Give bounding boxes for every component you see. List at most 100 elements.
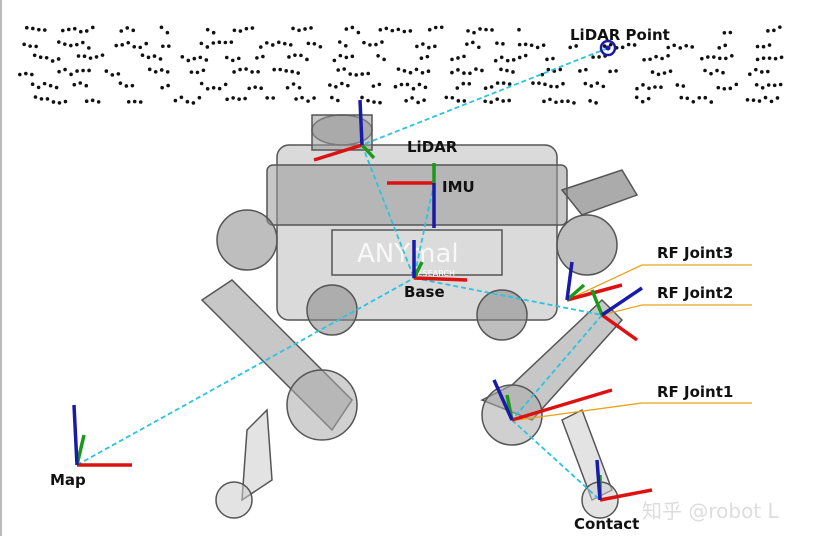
lidar-point (471, 40, 475, 45)
lidar-point (501, 99, 505, 103)
lidar-point (271, 96, 275, 100)
lidar-point (165, 70, 170, 74)
lidar-point (258, 45, 263, 49)
lidar-point (511, 70, 515, 74)
lidar-point (126, 40, 131, 45)
lidar-point (336, 68, 341, 72)
lidar-point (584, 67, 588, 72)
lidar-point (256, 69, 260, 74)
lidar-point (253, 85, 257, 89)
lidar-point (285, 85, 290, 90)
rf-joint3-z-axis (565, 261, 574, 301)
lidar-point-marker (599, 39, 617, 57)
lidar-point (646, 96, 651, 101)
rf-joint2-z-axis (601, 286, 643, 317)
lidar-point (232, 28, 237, 33)
lidar-point (344, 27, 349, 31)
lidar-point (490, 28, 494, 32)
lidar-point (57, 40, 61, 44)
rf-joint3-y-axis (565, 283, 586, 302)
lidar-point (419, 56, 424, 61)
lidar-point (87, 68, 91, 73)
lidar-point (78, 29, 83, 34)
lidar-point (760, 70, 764, 74)
lidar-point (767, 56, 772, 60)
lidar-point (672, 43, 677, 48)
lidar-point (94, 55, 99, 59)
lidar-point (650, 70, 655, 74)
lidar-point (405, 82, 410, 87)
lidar-point (549, 84, 553, 89)
label-base: Base (404, 283, 445, 301)
lidar-point (50, 59, 55, 63)
lidar-point (483, 86, 488, 91)
lidar-point (238, 29, 243, 33)
label-rf-joint3: RF Joint3 (657, 244, 733, 262)
lidar-point (779, 55, 784, 60)
lidar-point (427, 45, 431, 50)
lidar-point (284, 69, 288, 73)
watermark: 知乎 @robot L (642, 499, 780, 523)
lidar-point (589, 84, 594, 88)
lidar-point (659, 85, 663, 90)
lidar-point (634, 95, 639, 100)
lidar-point (384, 26, 389, 31)
lidar-point (205, 86, 210, 91)
lidar-point (632, 43, 637, 47)
label-rf-joint1: RF Joint1 (657, 383, 733, 401)
lidar-point (433, 44, 437, 49)
lidar-point (554, 100, 558, 105)
lidar-point (330, 95, 334, 100)
lidar-point (423, 85, 428, 90)
lidar-point (110, 73, 115, 77)
lidar-point (728, 86, 733, 91)
lidar-point (66, 27, 71, 32)
lidar-point (225, 97, 229, 102)
lidar-point (57, 69, 61, 74)
lidar-point (775, 96, 780, 100)
lidar-point (259, 86, 263, 91)
lidar-point (678, 46, 683, 50)
lidar-point (583, 81, 588, 86)
lidar-point (72, 26, 77, 31)
lidar-point (43, 28, 47, 32)
lidar-point (517, 27, 521, 32)
lidar-point (450, 95, 455, 100)
lidar-point (87, 46, 91, 50)
lidar-point (45, 97, 50, 101)
lidar-point (294, 97, 298, 101)
lidar-point (305, 57, 309, 62)
lidar-point (217, 86, 222, 91)
lidar-point (466, 29, 470, 33)
lidar-point (555, 84, 559, 89)
lidar-point (535, 45, 540, 50)
lidar-point (402, 29, 407, 34)
lidar-point (244, 67, 248, 71)
lidar-point (211, 30, 216, 35)
lidar-point (28, 44, 32, 48)
lidar-point (378, 100, 382, 105)
lidar-point (63, 42, 67, 46)
map-z-axis (72, 404, 79, 466)
lidar-point (205, 45, 210, 49)
lidar-point (337, 40, 342, 44)
lidar-point (408, 70, 413, 75)
lidar-point (191, 101, 196, 105)
lidar-point (250, 26, 255, 30)
lidar-point (287, 55, 291, 59)
lidar-point (270, 43, 275, 47)
lidar-point (293, 53, 297, 57)
lidar-point (54, 85, 59, 90)
lidar-point (57, 101, 62, 105)
lidar-point (751, 98, 756, 103)
lidar-point (56, 57, 61, 61)
lidar-point (635, 86, 639, 91)
lidar-point (541, 43, 546, 47)
lidar-point (132, 44, 137, 49)
lidar-point (247, 86, 251, 91)
lidar-point (82, 54, 87, 59)
lidar-point (140, 53, 145, 58)
lidar-point (81, 68, 85, 73)
lidar-point (100, 53, 105, 57)
